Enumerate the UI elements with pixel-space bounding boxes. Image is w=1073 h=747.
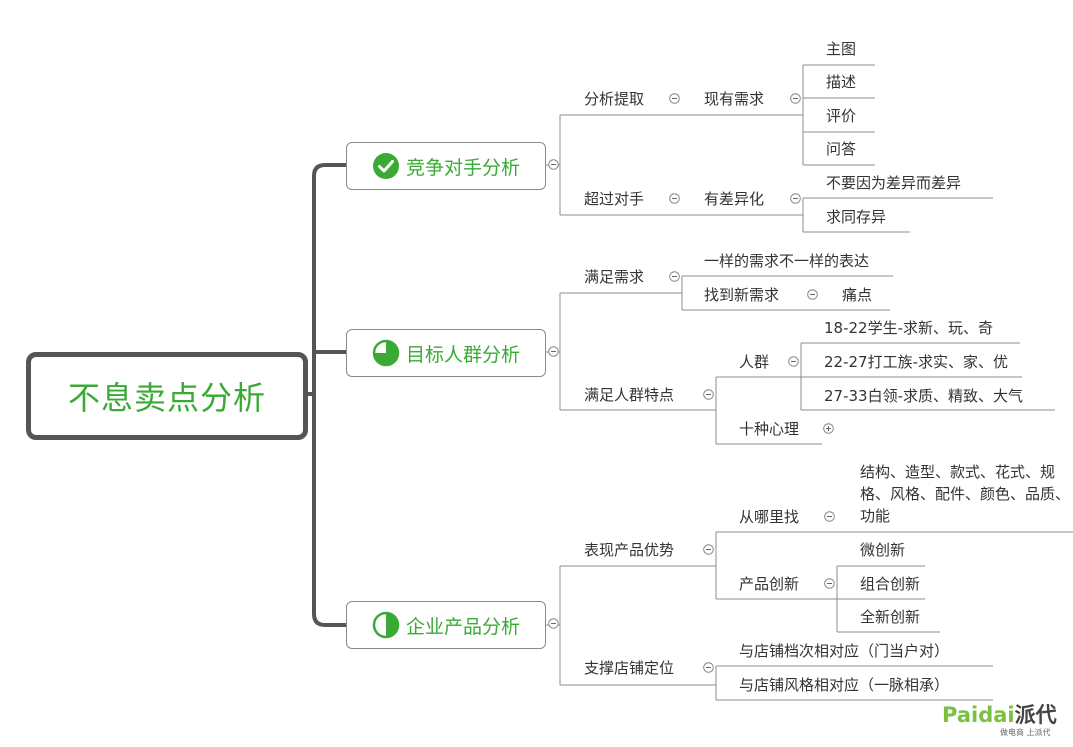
branch-target-audience-analysis[interactable]: 目标人群分析 [346, 329, 546, 377]
collapse-icon[interactable] [548, 346, 559, 357]
topic-product-attributes[interactable]: 结构、造型、款式、花式、规格、风格、配件、颜色、品质、功能 [860, 463, 1071, 525]
collapse-icon[interactable] [703, 389, 714, 400]
check-circle-icon [372, 153, 399, 179]
topic-seek-common-ground[interactable]: 求同存异 [826, 208, 887, 226]
branch-product-analysis[interactable]: 企业产品分析 [346, 601, 546, 649]
collapse-icon[interactable] [669, 193, 680, 204]
topic-age-27-33[interactable]: 27-33白领-求质、精致、大气 [824, 387, 1024, 405]
collapse-icon[interactable] [548, 618, 559, 629]
branch-competitor-analysis[interactable]: 竞争对手分析 [346, 142, 546, 190]
collapse-icon[interactable] [669, 271, 680, 282]
topic-find-new-needs[interactable]: 找到新需求 [704, 286, 780, 304]
topic-differentiation[interactable]: 有差异化 [704, 190, 765, 208]
half-circle-icon [372, 611, 400, 639]
topic-show-advantages[interactable]: 表现产品优势 [584, 541, 675, 559]
topic-qa[interactable]: 问答 [826, 140, 857, 158]
topic-same-need-diff-expression[interactable]: 一样的需求不一样的表达 [704, 252, 870, 270]
collapse-icon[interactable] [703, 544, 714, 555]
topic-pain-point[interactable]: 痛点 [842, 286, 873, 304]
topic-brand-new-innovation[interactable]: 全新创新 [860, 608, 921, 626]
collapse-icon[interactable] [788, 356, 799, 367]
topic-description[interactable]: 描述 [826, 73, 857, 91]
topic-support-store-positioning[interactable]: 支撑店铺定位 [584, 659, 675, 677]
logo-brand-cn: 派代 [1014, 702, 1057, 727]
collapse-icon[interactable] [669, 93, 680, 104]
topic-crowd[interactable]: 人群 [739, 353, 770, 371]
pie-three-quarter-icon [372, 339, 400, 367]
collapse-icon[interactable] [548, 159, 559, 170]
topic-audience-traits[interactable]: 满足人群特点 [584, 386, 675, 404]
root-node-label: 不息卖点分析 [67, 379, 266, 417]
expand-icon[interactable] [823, 423, 834, 434]
topic-existing-needs[interactable]: 现有需求 [704, 90, 765, 108]
collapse-icon[interactable] [824, 511, 835, 522]
collapse-icon[interactable] [824, 578, 835, 589]
trunk-line [296, 163, 348, 396]
topic-age-22-27[interactable]: 22-27打工族-求实、家、优 [824, 353, 1008, 371]
topic-product-innovation[interactable]: 产品创新 [739, 575, 800, 593]
topic-meet-needs[interactable]: 满足需求 [584, 268, 645, 286]
topic-reviews[interactable]: 评价 [826, 107, 857, 125]
topic-analysis-extract[interactable]: 分析提取 [584, 90, 645, 108]
collapse-icon[interactable] [790, 193, 801, 204]
logo-brand-text: Paidai [942, 703, 1015, 727]
logo-slogan: 做电商 上派代 [1000, 728, 1051, 737]
topic-micro-innovation[interactable]: 微创新 [860, 541, 906, 559]
topic-main-image[interactable]: 主图 [826, 40, 857, 58]
topic-no-diff-for-diff[interactable]: 不要因为差异而差异 [826, 174, 962, 192]
topic-surpass-rivals[interactable]: 超过对手 [584, 190, 645, 208]
topic-ten-psychologies[interactable]: 十种心理 [739, 420, 800, 438]
topic-match-store-style[interactable]: 与店铺风格相对应（一脉相承） [739, 676, 950, 694]
collapse-icon[interactable] [790, 93, 801, 104]
branch-label: 竞争对手分析 [405, 156, 520, 179]
topic-where-to-find[interactable]: 从哪里找 [739, 508, 800, 526]
root-node[interactable]: 不息卖点分析 [26, 352, 308, 440]
collapse-icon[interactable] [807, 289, 818, 300]
topic-match-store-grade[interactable]: 与店铺档次相对应（门当户对） [739, 642, 950, 660]
branch-label: 企业产品分析 [405, 615, 520, 638]
collapse-icon[interactable] [703, 662, 714, 673]
trunk-line [312, 390, 348, 627]
topic-combined-innovation[interactable]: 组合创新 [860, 575, 921, 593]
paidai-logo: Paidai派代 做电商 上派代 [942, 703, 1070, 743]
branch-label: 目标人群分析 [405, 343, 520, 366]
topic-age-18-22[interactable]: 18-22学生-求新、玩、奇 [824, 319, 993, 337]
